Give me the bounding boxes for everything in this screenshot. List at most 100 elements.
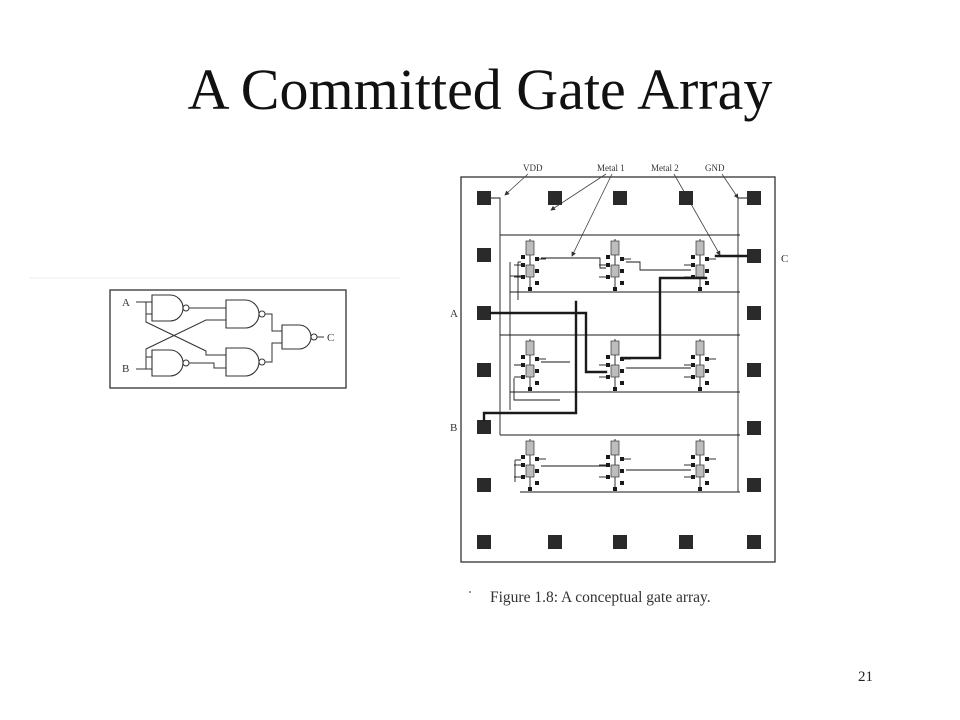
contact (606, 255, 610, 259)
transistor-cell (599, 339, 631, 391)
contact (705, 481, 709, 485)
bonding-pad (477, 248, 491, 262)
bonding-pad (679, 191, 693, 205)
contact (606, 455, 610, 459)
poly-gate (610, 440, 620, 456)
contact (613, 487, 617, 491)
contact (535, 257, 539, 261)
gnd-rail (737, 197, 747, 492)
poly-gate (695, 364, 705, 378)
contact (698, 287, 702, 291)
contact (620, 457, 624, 461)
contact (691, 255, 695, 259)
contact (521, 255, 525, 259)
callout-metal2-arrow (673, 173, 721, 256)
transistor-cell (514, 239, 546, 291)
contact (705, 369, 709, 373)
contact (535, 357, 539, 361)
gate-body (151, 349, 184, 377)
nand-gate-5 (281, 324, 318, 350)
nand-gate-1 (151, 294, 190, 322)
contact (606, 463, 610, 467)
bonding-pad (747, 249, 761, 263)
poly-gate (525, 364, 535, 378)
bonding-pad (747, 191, 761, 205)
contact (606, 363, 610, 367)
contact (528, 287, 532, 291)
poly-gate (525, 340, 535, 356)
contact (535, 269, 539, 273)
bonding-pad-ring (477, 191, 761, 549)
contact (691, 263, 695, 267)
contact (528, 387, 532, 391)
bonding-pad (548, 535, 562, 549)
slide-title: A Committed Gate Array (187, 57, 773, 122)
callout-gnd-label: GND (705, 163, 725, 173)
nand-gate-2 (151, 349, 190, 377)
contact (521, 355, 525, 359)
routing-line (541, 257, 606, 269)
gate-body (151, 294, 184, 322)
bonding-pad (747, 363, 761, 377)
wire-cross-a (145, 314, 226, 356)
metal-wire-pin-a (489, 311, 608, 374)
schematic-frame (109, 289, 347, 389)
contact (535, 469, 539, 473)
pin-a-label: A (450, 308, 458, 320)
contact (521, 263, 525, 267)
caption-dot (469, 591, 471, 593)
contact (698, 487, 702, 491)
bonding-pad (477, 191, 491, 205)
poly-gate (610, 264, 620, 278)
transistor-cell (599, 239, 631, 291)
schematic-output-c-label: C (327, 332, 334, 344)
bonding-pad (747, 306, 761, 320)
poly-gate (610, 340, 620, 356)
callout-gnd-arrow (721, 173, 739, 199)
page-number: 21 (858, 669, 873, 685)
transistor-cell (684, 439, 716, 491)
contact (521, 475, 525, 479)
contact (620, 257, 624, 261)
poly-gate (695, 340, 705, 356)
poly-gate (525, 264, 535, 278)
wire-gate4-out (265, 342, 282, 363)
contact (606, 263, 610, 267)
contact (521, 463, 525, 467)
callout-metal2-label: Metal 2 (651, 163, 679, 173)
inversion-bubble (182, 359, 190, 367)
poly-gate (695, 464, 705, 478)
contact (606, 355, 610, 359)
poly-gate (525, 464, 535, 478)
contact (691, 375, 695, 379)
contact (691, 463, 695, 467)
contact (705, 357, 709, 361)
bonding-pad (679, 535, 693, 549)
poly-gate (610, 464, 620, 478)
transistor-cell (514, 339, 546, 391)
contact (705, 269, 709, 273)
poly-gate (525, 240, 535, 256)
poly-gate (695, 264, 705, 278)
metal-wire-pin-b (482, 300, 578, 422)
gate-body (225, 299, 260, 329)
contact (521, 375, 525, 379)
gate-body (281, 324, 312, 350)
wire-gate3-out (265, 313, 282, 332)
poly-gate (695, 240, 705, 256)
routing-line (513, 378, 560, 401)
contact (620, 269, 624, 273)
contact (521, 363, 525, 367)
gate-body (225, 347, 260, 377)
contact (620, 469, 624, 473)
transistor-cell (684, 339, 716, 391)
bonding-pad (477, 363, 491, 377)
contact (521, 455, 525, 459)
poly-gate (695, 440, 705, 456)
schematic-input-a-label: A (122, 297, 130, 309)
wire-b-tie (145, 356, 152, 369)
inversion-bubble (258, 310, 266, 318)
contact (691, 455, 695, 459)
